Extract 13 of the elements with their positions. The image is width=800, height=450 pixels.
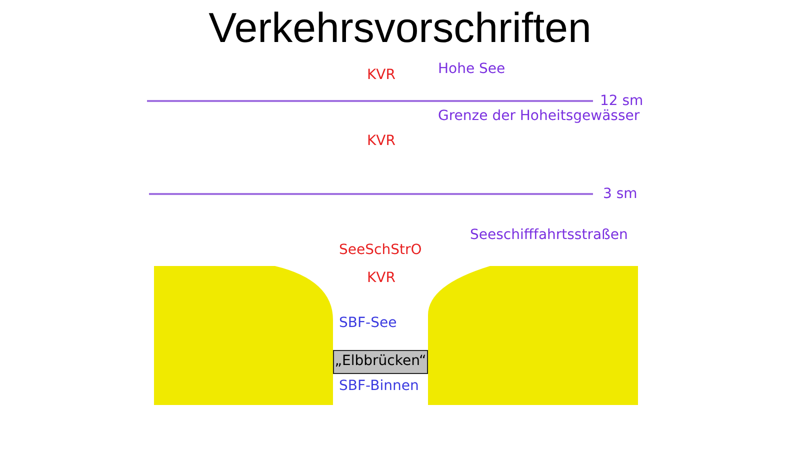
diagram-title: Verkehrsvorschriften: [208, 4, 592, 52]
rule-label: KVR: [367, 133, 396, 150]
zone-label: Seeschifffahrtsstraßen: [470, 227, 628, 244]
bridge-box: „Elbbrücken“: [333, 350, 428, 374]
distance-label: 3 sm: [603, 186, 638, 203]
rule-label: KVR: [367, 270, 396, 287]
zone-label: Grenze der Hoheitsgewässer: [438, 108, 640, 125]
rule-label: SBF-Binnen: [339, 378, 419, 395]
rule-label: KVR: [367, 67, 396, 84]
zone-label: Hohe See: [438, 61, 506, 78]
rule-label: SBF-See: [339, 315, 397, 332]
rule-label: SeeSchStrO: [339, 242, 422, 259]
distance-label: 12 sm: [600, 93, 644, 109]
